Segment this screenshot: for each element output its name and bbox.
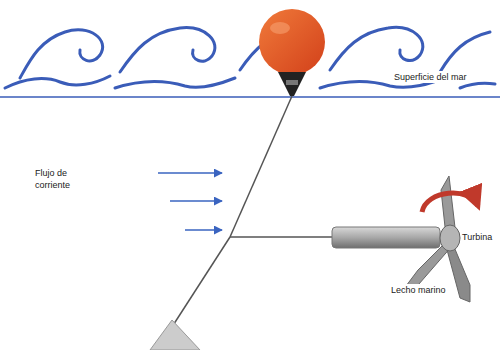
sea-surface-line <box>0 96 500 98</box>
anchor-block <box>150 320 200 350</box>
current-arrows <box>158 173 222 230</box>
seabed-label: Lecho marino <box>390 284 447 296</box>
turbine-label: Turbina <box>461 231 493 243</box>
mooring-lines <box>170 96 332 330</box>
surface-label: Superficie del mar <box>393 71 468 83</box>
current-label: Flujo de corriente <box>34 167 88 191</box>
waves <box>5 27 495 88</box>
buoy <box>259 9 325 96</box>
rotation-arrow <box>422 193 478 212</box>
